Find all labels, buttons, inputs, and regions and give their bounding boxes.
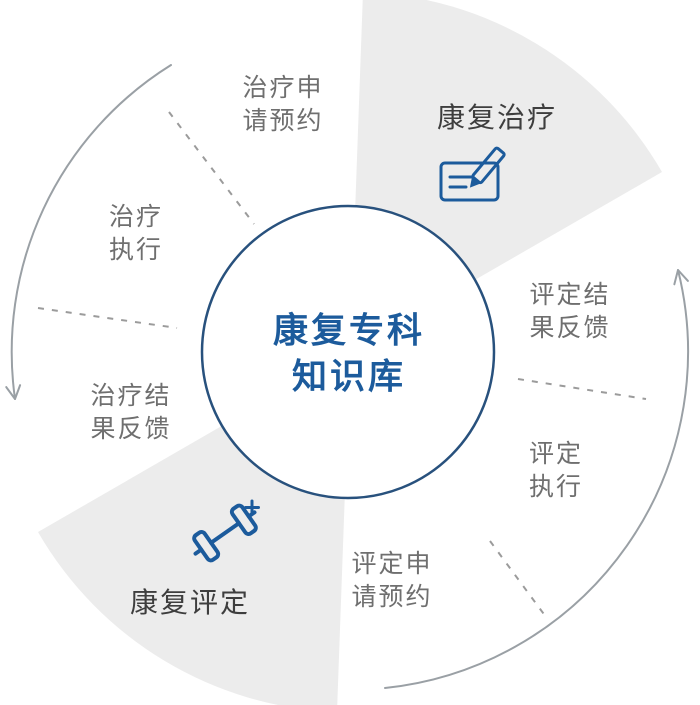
divider-treatment-execute-feedback [37, 307, 178, 329]
pencil-shape [469, 146, 506, 188]
divider-assessment-execute-request [489, 540, 547, 618]
plus-icon [244, 499, 260, 516]
dumbbell-weight-left [192, 530, 221, 563]
cycle-arrow-left [5, 64, 172, 400]
label-assessment-request: 评定申 请预约 [351, 549, 433, 611]
label-treatment-execute: 治疗 执行 [108, 202, 164, 264]
note-card-shape [439, 161, 500, 202]
dumbbell-bar [209, 521, 241, 545]
divider-assessment-feedback-execute [517, 378, 647, 400]
label-assessment-feedback: 评定结 果反馈 [529, 280, 611, 342]
note-text-lines [448, 175, 474, 189]
cycle-arrow-right [384, 269, 689, 689]
sector-title-assessment: 康复评定 [129, 586, 251, 619]
dumbbell-icon [192, 499, 260, 563]
sector-title-treatment: 康复治疗 [436, 101, 558, 134]
dumbbell-weight-right [229, 503, 258, 536]
label-assessment-execute: 评定 执行 [528, 439, 584, 501]
center-circle [200, 204, 496, 500]
divider-treatment-request-execute [168, 111, 255, 225]
label-treatment-request: 治疗申 请预约 [242, 73, 324, 135]
center-title: 康复专科 知识库 [272, 311, 426, 398]
label-treatment-feedback: 治疗结 果反馈 [90, 381, 172, 443]
compose-note-icon [439, 146, 506, 202]
